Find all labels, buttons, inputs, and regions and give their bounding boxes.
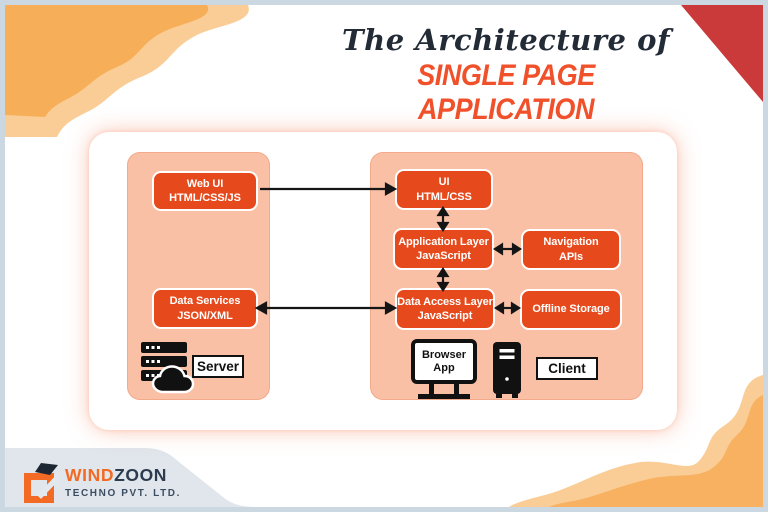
brand-name-primary: WIND	[65, 465, 115, 485]
page-title: The Architecture of SINGLE PAGE APPLICAT…	[320, 23, 692, 127]
decorations	[5, 5, 763, 507]
node-data-access-layer-title: Data Access Layer	[397, 295, 493, 308]
brand-text: WINDZOON TECHNO PVT. LTD.	[65, 465, 181, 499]
browser-app-label-line1: Browser	[421, 348, 467, 361]
node-navigation-apis-subtitle: APIs	[558, 250, 584, 263]
logo-mark-icon	[24, 463, 59, 503]
tower-pc-icon	[493, 342, 521, 398]
brand-name: WINDZOON	[65, 465, 181, 485]
node-offline-storage: Offline Storage	[520, 289, 622, 330]
node-application-layer-title: Application Layer	[398, 235, 489, 248]
corner-triangle	[681, 5, 763, 102]
node-data-services-title: Data Services	[169, 295, 241, 308]
browser-app-label-line2: App	[433, 361, 455, 374]
node-application-layer: Application Layer JavaScript	[393, 228, 494, 270]
cloud-icon	[151, 365, 195, 394]
brand-name-secondary: ZOON	[114, 465, 168, 485]
node-data-services: Data Services JSON/XML	[152, 288, 258, 329]
server-icon	[141, 342, 195, 394]
node-web-ui-title: Web UI	[186, 177, 224, 190]
monitor-stand-leg	[454, 384, 459, 394]
node-data-access-layer-subtitle: JavaScript	[417, 310, 473, 322]
brand-subtitle: TECHNO PVT. LTD.	[65, 487, 181, 499]
title-line-main: SINGLE PAGE APPLICATION	[417, 59, 595, 126]
node-navigation-apis: Navigation APIs	[521, 229, 621, 270]
monitor-stand-base	[418, 394, 470, 399]
logo-plinth	[5, 448, 295, 507]
node-ui: UI HTML/CSS	[395, 169, 493, 210]
top-left-wave-dark	[5, 5, 209, 117]
title-line-script: The Architecture of	[342, 23, 670, 57]
client-label: Client	[536, 357, 598, 380]
bottom-right-wave-dark	[549, 395, 763, 507]
node-data-access-layer: Data Access Layer JavaScript	[395, 288, 495, 330]
node-application-layer-subtitle: JavaScript	[416, 250, 471, 262]
node-ui-title: UI	[438, 176, 450, 189]
node-navigation-apis-title: Navigation	[543, 236, 599, 249]
node-ui-subtitle: HTML/CSS	[416, 190, 472, 203]
node-web-ui: Web UI HTML/CSS/JS	[152, 171, 258, 211]
browser-monitor-icon: Browser App	[411, 339, 477, 384]
node-offline-storage-title: Offline Storage	[532, 303, 610, 316]
brand-logo: WINDZOON TECHNO PVT. LTD.	[21, 461, 181, 503]
monitor-stand-leg	[429, 384, 434, 394]
node-web-ui-subtitle: HTML/CSS/JS	[169, 192, 241, 204]
server-label: Server	[192, 355, 244, 378]
node-data-services-subtitle: JSON/XML	[177, 309, 233, 322]
